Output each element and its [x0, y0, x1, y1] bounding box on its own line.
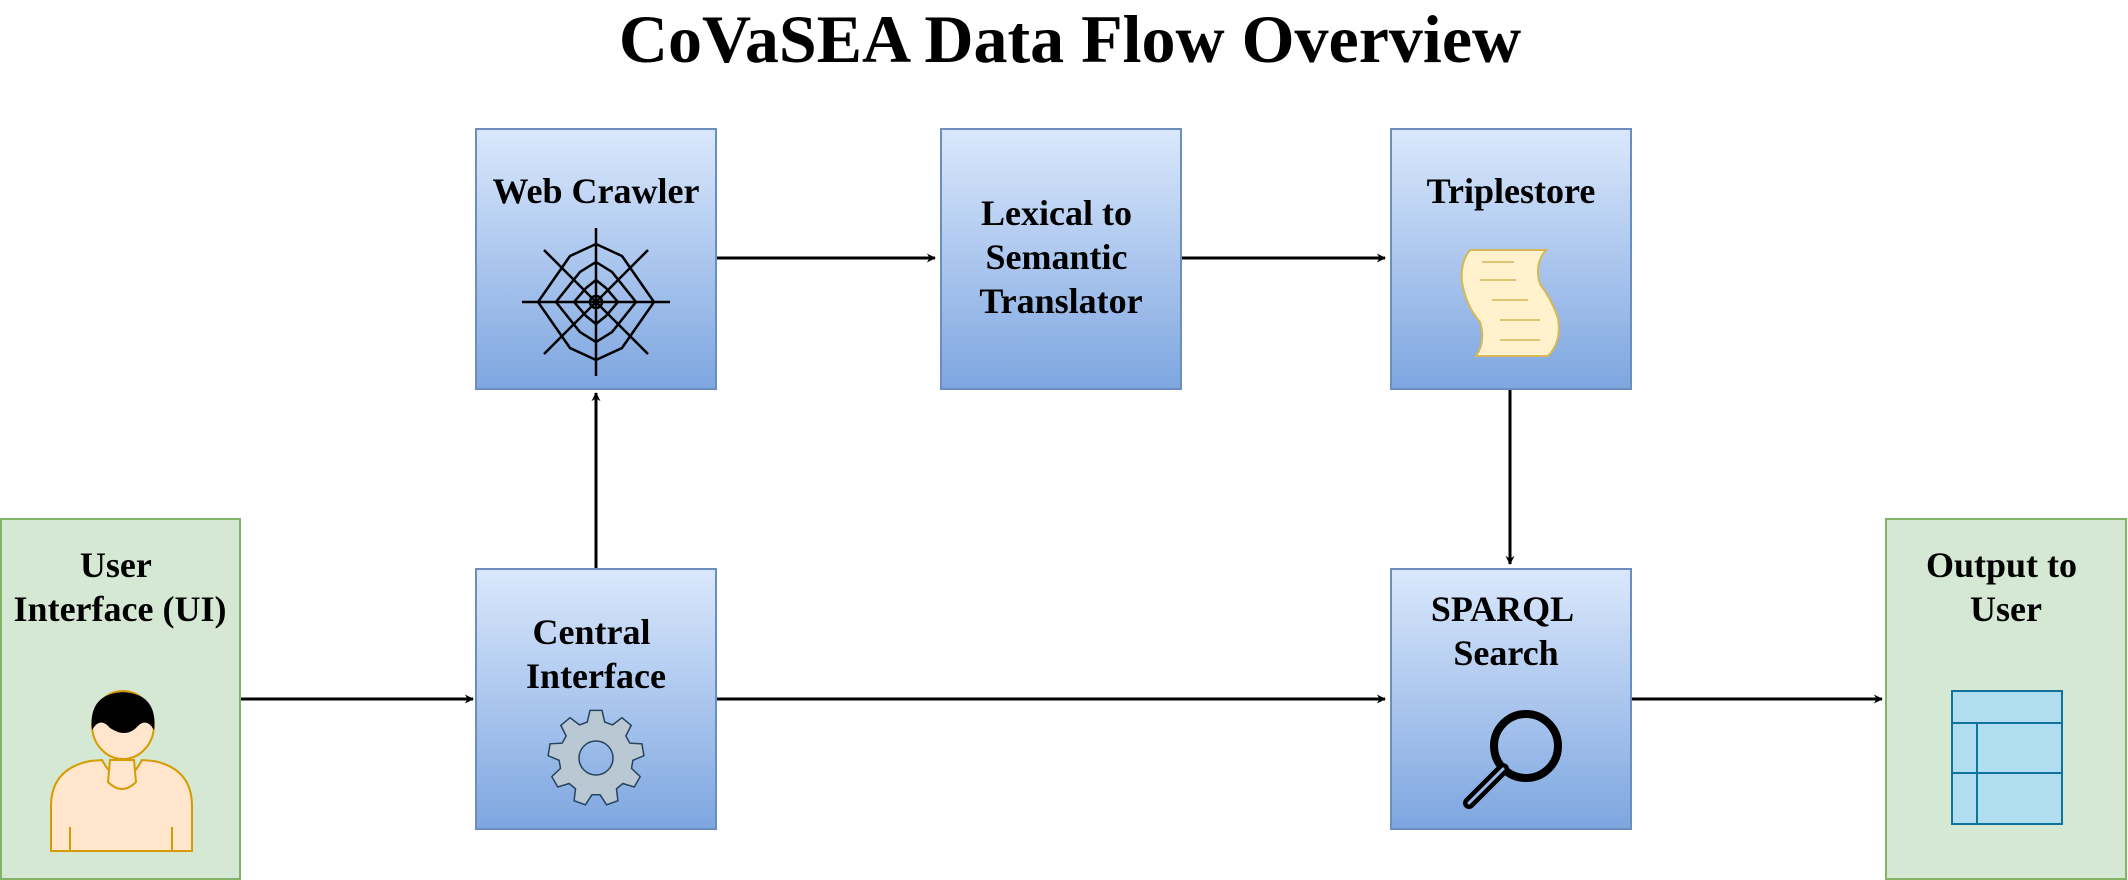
lexical-translator-label-line-1: Lexical to — [981, 193, 1132, 233]
svg-text:Web Crawler: Web Crawler — [493, 171, 700, 211]
svg-text:Central Interface: Central Interface — [526, 612, 666, 696]
node-triplestore[interactable]: Triplestore — [1390, 128, 1632, 390]
scroll-icon — [1460, 249, 1560, 357]
user-interface-label-line-1: User — [80, 545, 152, 585]
svg-text:SPARQL Search: SPARQL Search — [1431, 589, 1581, 673]
node-web-crawler[interactable]: Web Crawler — [475, 128, 717, 390]
svg-text:Lexical to Semantic: Lexical to Semantic Translator — [979, 193, 1142, 321]
gear-icon — [547, 709, 645, 806]
user-interface-label-line-2: Interface (UI) — [14, 589, 227, 629]
lexical-translator-label-line-2: Semantic — [986, 237, 1128, 277]
central-interface-label-line-2: Interface — [526, 656, 666, 696]
node-central-interface[interactable]: Central Interface — [475, 568, 717, 830]
diagram-title: CoVaSEA Data Flow Overview — [619, 1, 1521, 77]
user-icon — [50, 690, 193, 852]
magnifier-icon — [1463, 710, 1562, 809]
sparql-search-label-line-2: Search — [1453, 633, 1558, 673]
web-crawler-label-line-1: Web Crawler — [493, 171, 700, 211]
svg-text:User Interface (UI): User Interface (UI) — [14, 545, 227, 629]
spider-web-icon — [522, 228, 670, 376]
svg-text:Output to User: Output to User — [1926, 545, 2086, 629]
node-sparql-search[interactable]: SPARQL Search — [1390, 568, 1632, 830]
central-interface-label-line-1: Central — [533, 612, 651, 652]
sparql-search-label-line-1: SPARQL — [1431, 589, 1573, 629]
node-output-to-user[interactable]: Output to User — [1885, 518, 2127, 880]
triplestore-label-line-1: Triplestore — [1427, 171, 1596, 211]
output-to-user-label-line-2: User — [1970, 589, 2042, 629]
table-icon — [1951, 690, 2063, 825]
edges — [240, 253, 1883, 704]
sparql-search-box — [1390, 568, 1632, 830]
node-lexical-translator[interactable]: Lexical to Semantic Translator — [940, 128, 1182, 390]
node-user-interface[interactable]: User Interface (UI) — [0, 518, 241, 880]
lexical-translator-box — [940, 128, 1182, 390]
svg-text:Triplestore: Triplestore — [1427, 171, 1596, 211]
output-to-user-label-line-1: Output to — [1926, 545, 2077, 585]
lexical-translator-label-line-3: Translator — [979, 281, 1142, 321]
